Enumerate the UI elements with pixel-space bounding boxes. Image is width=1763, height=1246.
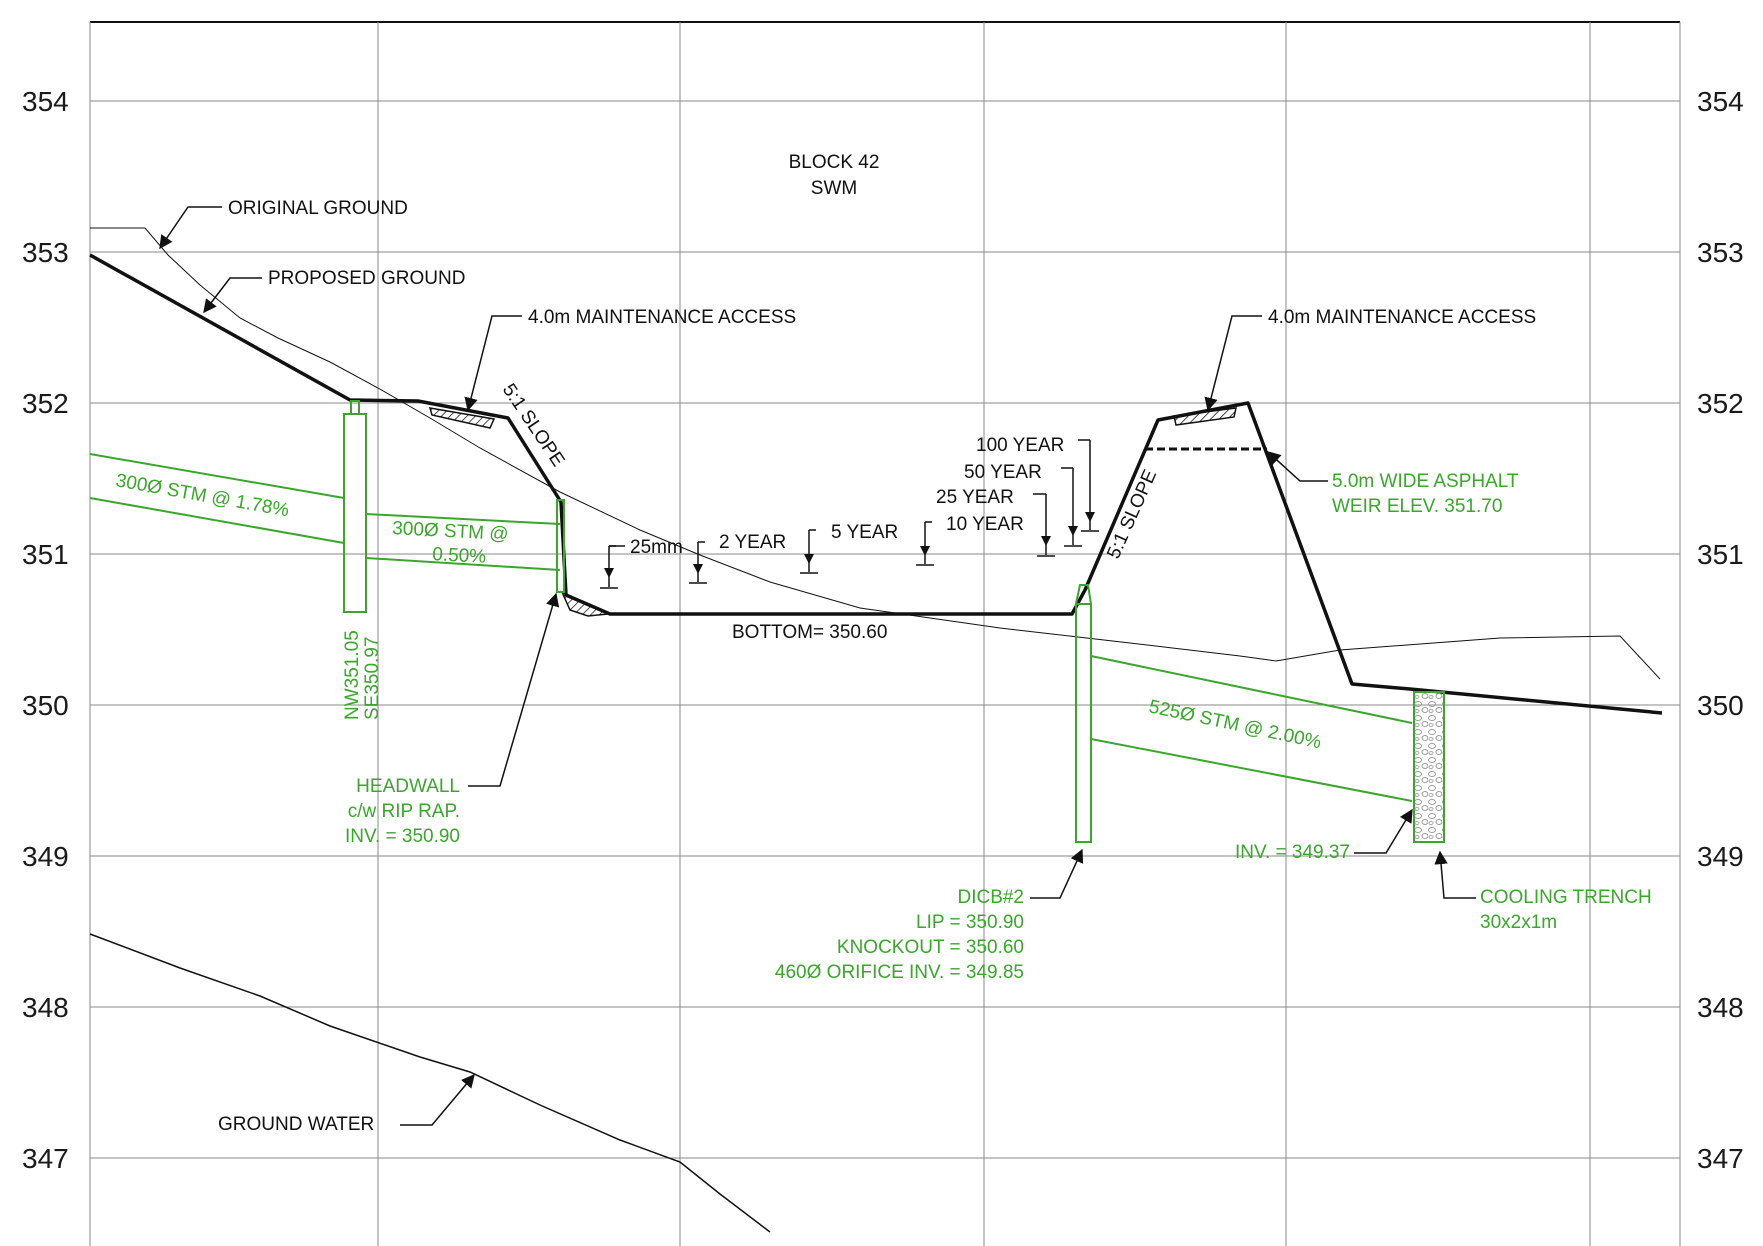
elev-label: 353	[22, 237, 69, 268]
water-level-5yr: 5 YEAR	[831, 522, 898, 543]
leader-lines	[159, 206, 1262, 1126]
maintenance-access-right-label: 4.0m MAINTENANCE ACCESS	[1268, 307, 1536, 328]
water-level-10yr: 10 YEAR	[946, 514, 1024, 535]
headwall-label-1: HEADWALL	[356, 776, 460, 797]
water-level-25mm: 25mm	[630, 537, 683, 558]
elev-label: 351	[1697, 539, 1744, 570]
storm-sewer-elements	[89, 400, 1445, 843]
elev-label: 352	[1697, 388, 1744, 419]
rip-rap	[560, 590, 611, 617]
dicb-label-4: 460Ø ORIFICE INV. = 349.85	[775, 962, 1024, 983]
stm-mid-label-1: 300Ø STM @	[392, 518, 509, 545]
elev-label: 354	[1697, 86, 1744, 117]
elev-label: 351	[22, 539, 69, 570]
headwall-label-3: INV. = 350.90	[345, 826, 460, 847]
elevation-axis-left: 354 353 352 351 350 349 348 347	[22, 86, 69, 1174]
manhole-nw-invert: NW351.05	[342, 630, 363, 720]
pipe-525-top	[1090, 655, 1413, 724]
water-level-25yr: 25 YEAR	[936, 487, 1014, 508]
black-labels: ORIGINAL GROUND PROPOSED GROUND 4.0m MAI…	[218, 198, 1536, 1135]
elev-label: 347	[22, 1143, 69, 1174]
ground-water-label: GROUND WATER	[218, 1114, 374, 1135]
title-line-1: BLOCK 42	[789, 152, 880, 173]
dicb-2	[1075, 603, 1092, 843]
stm-left-label: 300Ø STM @ 1.78%	[114, 470, 291, 521]
proposed-ground-line	[89, 253, 1663, 715]
title-line-2: SWM	[811, 178, 857, 199]
original-ground-label: ORIGINAL GROUND	[228, 198, 408, 219]
inv-right-label: INV. = 349.37	[1235, 842, 1350, 863]
elev-label: 347	[1697, 1143, 1744, 1174]
stm-mid-label-2: 0.50%	[432, 544, 487, 568]
green-leader-lines	[468, 451, 1476, 899]
water-level-50yr: 50 YEAR	[964, 462, 1042, 483]
elev-label: 350	[1697, 690, 1744, 721]
pipe-300-left-bottom	[89, 497, 345, 544]
elev-label: 350	[22, 690, 69, 721]
pipe-525-bottom	[1090, 738, 1413, 802]
weir-label-2: WEIR ELEV. 351.70	[1332, 496, 1502, 517]
pipe-300-mid-top	[365, 513, 561, 525]
arrowheads	[604, 512, 1095, 578]
headwall	[556, 499, 565, 593]
elev-label: 349	[1697, 841, 1744, 872]
pipe-300-left-top	[89, 453, 345, 499]
elev-label: 349	[22, 841, 69, 872]
cooling-trench-label-1: COOLING TRENCH	[1480, 887, 1652, 908]
maintenance-access-left-label: 4.0m MAINTENANCE ACCESS	[528, 307, 796, 328]
ground-water-line	[89, 933, 771, 1233]
headwall-label-2: c/w RIP RAP.	[348, 801, 460, 822]
dicb-label-1: DICB#2	[957, 887, 1024, 908]
manhole-left	[343, 413, 367, 613]
maintenance-pad-left	[428, 407, 496, 429]
weir-label-1: 5.0m WIDE ASPHALT	[1332, 471, 1519, 492]
manhole-se-invert: SE350.97	[362, 637, 383, 720]
water-level-100yr: 100 YEAR	[976, 435, 1064, 456]
elev-label: 348	[22, 992, 69, 1023]
elev-label: 348	[1697, 992, 1744, 1023]
pipe-300-mid-bottom	[365, 557, 561, 571]
elevation-axis-right: 354 353 352 351 350 349 348 347	[1697, 86, 1744, 1174]
elev-label: 352	[22, 388, 69, 419]
water-level-2yr: 2 YEAR	[719, 532, 786, 553]
cooling-trench	[1413, 691, 1445, 843]
dicb-label-3: KNOCKOUT = 350.60	[837, 937, 1024, 958]
bottom-label: BOTTOM= 350.60	[732, 622, 887, 643]
proposed-ground-label: PROPOSED GROUND	[268, 268, 465, 289]
elev-label: 353	[1697, 237, 1744, 268]
original-ground-line	[90, 227, 1661, 680]
dicb-label-2: LIP = 350.90	[916, 912, 1024, 933]
elev-label: 354	[22, 86, 69, 117]
cooling-trench-label-2: 30x2x1m	[1480, 912, 1557, 933]
